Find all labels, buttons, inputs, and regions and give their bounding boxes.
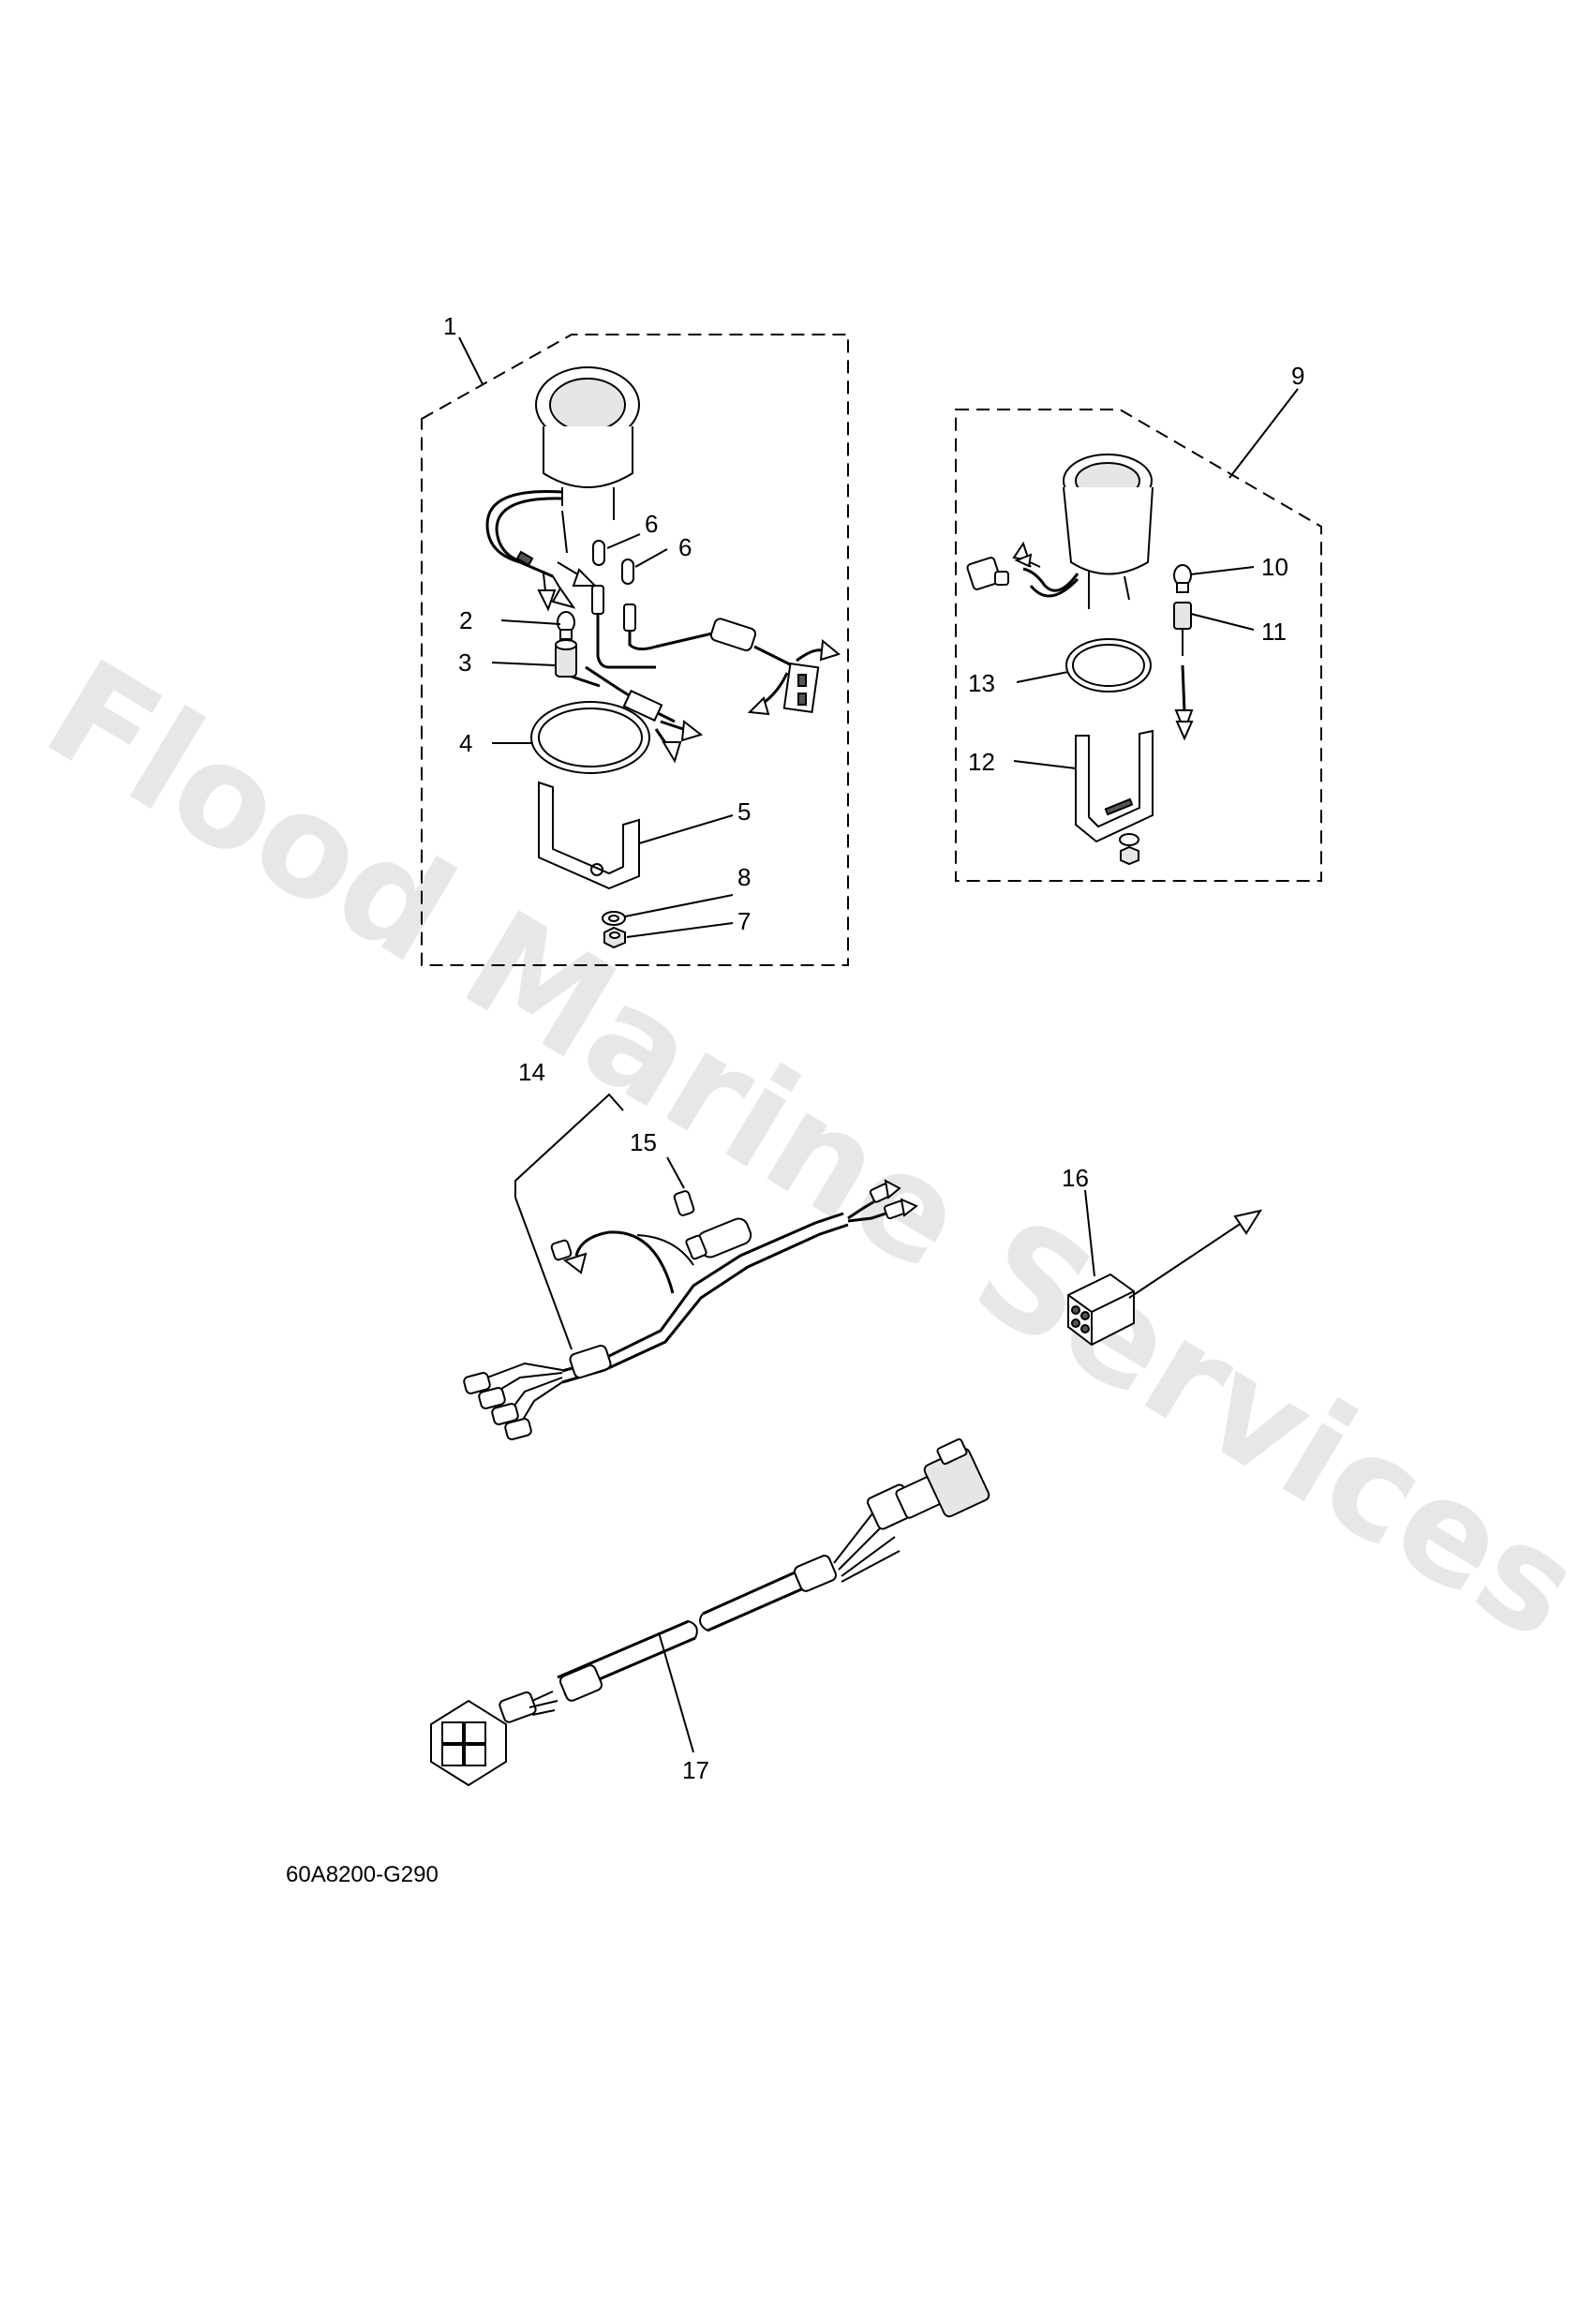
gauge-1-harness-illustration — [585, 614, 841, 764]
callout-12: 12 — [968, 748, 995, 776]
gasket-13-illustration — [1065, 638, 1152, 693]
leader-17 — [658, 1631, 694, 1753]
plug-16-illustration: 16 — [1062, 1164, 1263, 1347]
callout-1: 1 — [443, 312, 456, 340]
diagram-code: 60A8200-G290 — [286, 1862, 439, 1887]
callout-4: 4 — [459, 729, 472, 757]
callout-9: 9 — [1291, 362, 1304, 390]
callout-2: 2 — [459, 606, 472, 634]
callout-7: 7 — [737, 907, 751, 935]
leader-15 — [666, 1156, 685, 1189]
callout-5: 5 — [737, 797, 751, 826]
callout-10: 10 — [1261, 553, 1288, 581]
leader-11 — [1190, 613, 1255, 631]
leader-5 — [638, 814, 734, 844]
callout-13: 13 — [968, 669, 995, 697]
leader-9 — [1228, 388, 1299, 479]
group-9-dashed-outline — [955, 409, 1322, 882]
leader-2 — [500, 619, 561, 625]
leader-3 — [491, 662, 557, 666]
leader-16 — [1084, 1189, 1095, 1277]
callout-16: 16 — [1062, 1164, 1089, 1192]
callout-17: 17 — [682, 1756, 709, 1784]
gauge-kit-left: 1 2 3 4 5 6 6 8 7 — [421, 312, 849, 966]
callout-15: 15 — [630, 1128, 657, 1156]
extension-cable-17: 17 — [430, 1438, 990, 1787]
bulb-6a-illustration — [591, 540, 605, 615]
leader-12 — [1013, 760, 1077, 769]
bulb-6b-illustration — [621, 559, 636, 632]
leader-14 — [514, 1093, 624, 1198]
leader-8 — [624, 894, 734, 917]
socket-11-illustration — [1173, 602, 1194, 741]
gauge-kit-right: 9 10 11 13 12 — [955, 362, 1322, 882]
leader-1 — [458, 336, 484, 385]
watermark: Flood Marine Services — [20, 630, 1578, 1672]
group-1-dashed-outline — [421, 334, 849, 966]
leader-13 — [1016, 671, 1069, 683]
leader-7 — [626, 922, 734, 938]
wire-harness-14: 14 — [463, 1058, 918, 1440]
leader-6a — [606, 533, 641, 549]
bracket-12-illustration — [1075, 729, 1154, 843]
bulb-2-illustration — [557, 611, 575, 640]
callout-11: 11 — [1261, 618, 1287, 646]
gauge-1-illustration — [485, 366, 640, 612]
callout-3: 3 — [458, 648, 471, 677]
fuse-15-illustration: 15 — [630, 1128, 695, 1216]
washer-8-illustration — [602, 911, 626, 926]
callout-6a: 6 — [645, 510, 658, 538]
gauge-9-illustration — [966, 454, 1154, 609]
socket-3-illustration — [555, 639, 601, 688]
gasket-4-illustration — [530, 701, 650, 774]
bulb-10-illustration — [1173, 564, 1192, 593]
nut-7-illustration — [603, 926, 626, 949]
washer-nut-right-illustration — [1119, 833, 1139, 866]
leader-6b — [634, 548, 668, 568]
callout-14: 14 — [518, 1058, 545, 1086]
callout-8: 8 — [737, 863, 751, 891]
leader-10 — [1189, 566, 1255, 575]
bracket-5-illustration — [538, 781, 640, 890]
callout-6b: 6 — [678, 533, 692, 561]
